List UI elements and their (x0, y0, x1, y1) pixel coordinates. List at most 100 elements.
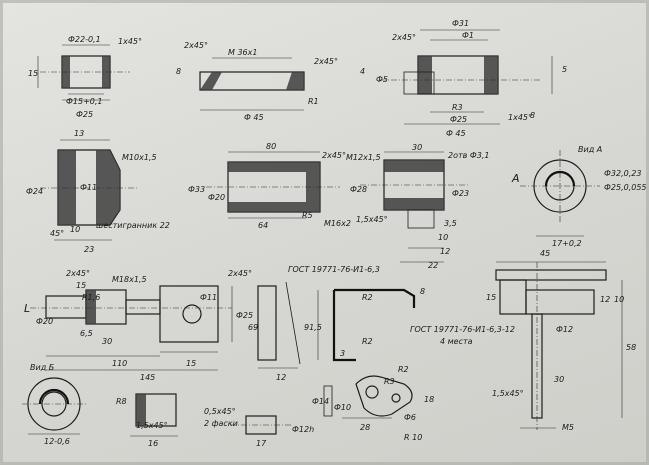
p5-m16-label: М16х2 (324, 219, 351, 228)
p6-35-label: 3,5 (444, 219, 457, 228)
p6-22-label: 22 (428, 261, 438, 270)
p7-a-label: А (511, 172, 520, 185)
p8-ch-label: 2x45° (66, 269, 90, 278)
p8-15b-label: 15 (186, 359, 196, 368)
part-hexnut-4: 13 Ф24 Ф11 М10х1,5 45° 10 23 шестигранни… (26, 129, 170, 254)
p5-64-label: 64 (258, 221, 268, 230)
part-bushing-1: Ф22-0,1 1x45° 15 Ф15+0,1 Ф25 (28, 35, 142, 119)
p2-b-label: 8 (176, 67, 181, 76)
p11-15-label: 15 (486, 293, 496, 302)
p3-c-label: 1x45° (508, 113, 532, 122)
p5-ch-label: 2x45° (322, 151, 346, 160)
part-bracket-10: ГОСТ 19771-76-И1-6,3 R2 8 91,5 R2 3 ГОСТ… (288, 265, 515, 362)
p3-top-label: Ф31 (452, 19, 469, 28)
part-body-6: 30 2отв Ф3,1 М12х1,5 Ф28 Ф23 1,5х45° 3,5… (346, 143, 490, 270)
p15-d10-label: Ф10 (334, 403, 351, 412)
p12-view-label: Вид Б (30, 363, 55, 372)
p8-69-label: 69 (248, 323, 258, 332)
p4-13-label: 13 (74, 129, 84, 138)
p8-65-label: 6,5 (80, 329, 93, 338)
p15-d6-label: Ф6 (404, 413, 416, 422)
p13-r-label: R8 (116, 397, 127, 406)
p2-chamfer2-label: 2x45° (314, 57, 338, 66)
p3-8-label: 8 (530, 111, 535, 120)
part-post-11: 45 15 12 10 Ф12 58 30 М5 1,5х45° (486, 249, 636, 432)
p6-15-label: 1,5х45° (356, 215, 388, 224)
p8-d-label: Ф20 (36, 317, 53, 326)
p3-d25-label: Ф25 (450, 115, 467, 124)
p6-30-label: 30 (412, 143, 422, 152)
p8-l-label: L (24, 302, 30, 315)
p10-gost2-label: ГОСТ 19771-76-И1-6,3-12 (410, 325, 515, 334)
p7-d1-label: Ф32,0,23 (604, 169, 641, 178)
p8-15-label: 15 (76, 281, 86, 290)
p4-d24-label: Ф24 (26, 187, 43, 196)
p3-top2-label: Ф1 (462, 31, 474, 40)
p2-len-label: Ф 45 (244, 113, 264, 122)
p7-17-label: 17+0,2 (552, 239, 582, 248)
p8-m-label: М18х1,5 (112, 275, 147, 284)
p15-r10-label: R 10 (404, 433, 422, 442)
p10-places-label: 4 места (440, 337, 473, 346)
p15-18-label: 18 (424, 395, 434, 404)
p12-12-label: 12-0,6 (44, 437, 70, 446)
p1-h-label: 15 (28, 69, 38, 78)
part-view-a-7: Вид А А Ф32,0,23 Ф25,0,055 17+0,2 (511, 145, 647, 248)
p8-r-label: R1,6 (82, 293, 100, 302)
p10-3-label: 3 (340, 349, 345, 358)
p6-10-label: 10 (438, 233, 448, 242)
p5-r5-label: R5 (302, 211, 313, 220)
p7-view-label: Вид А (578, 145, 602, 154)
p6-holes-label: 2отв Ф3,1 (448, 151, 490, 160)
p14-17-label: 17 (256, 439, 267, 448)
p7-d2-label: Ф25,0,055 (604, 183, 647, 192)
p10-gost-label: ГОСТ 19771-76-И1-6,3 (288, 265, 380, 274)
p4-23-label: 23 (84, 245, 94, 254)
p6-d-label: Ф23 (452, 189, 469, 198)
part-block-13: R8 1,5х45° 16 (116, 393, 178, 448)
p11-58-label: 58 (626, 343, 636, 352)
p2-r-label: R1 (308, 97, 319, 106)
p11-30-label: 30 (554, 375, 564, 384)
p1-od-label: Ф25 (76, 110, 93, 119)
p4-10-label: 10 (70, 225, 80, 234)
p14-ch-label: 0,5х45° (204, 407, 236, 416)
p15-r3-label: R3 (384, 377, 395, 386)
p8-d11-label: Ф11 (200, 293, 217, 302)
p8-d25-label: Ф25 (236, 311, 253, 320)
p3-4-label: 4 (360, 67, 365, 76)
p5-80-label: 80 (266, 142, 276, 151)
p5-d20-label: Ф20 (208, 193, 225, 202)
p3-d5-label: Ф5 (376, 75, 388, 84)
p8-30-label: 30 (102, 337, 112, 346)
p3-d45-label: Ф 45 (446, 129, 466, 138)
p8-2x45-label: 2x45° (228, 269, 252, 278)
part-ring-2: 2x45° М 36х1 2x45° Ф 45 R1 8 (176, 41, 338, 122)
p4-45-label: 45° (50, 229, 64, 238)
p4-thread-label: М10х1,5 (122, 153, 157, 162)
p3-r3-label: R3 (452, 103, 463, 112)
p6-m-label: М12х1,5 (346, 153, 381, 162)
part-view-b-12: Вид Б 12-0,6 (22, 363, 88, 446)
p3-chamfer-label: 2x45° (392, 33, 416, 42)
p15-d14-label: Ф14 (312, 397, 329, 406)
p6-12-label: 12 (440, 247, 450, 256)
part-sleeve-5: 80 2x45° Ф33 Ф20 64 R5 М16х2 (188, 142, 351, 230)
part-pin-14: 0,5х45° 2 фаски 17 Ф12h (204, 407, 314, 448)
p15-28-label: 28 (360, 423, 370, 432)
p9-12-label: 12 (276, 373, 286, 382)
p2-chamfer1-label: 2x45° (184, 41, 208, 50)
part-lever-15: Ф14 Ф10 R2 R3 28 Ф6 R 10 18 (312, 365, 434, 442)
p1-bore-label: Ф15+0,1 (66, 97, 103, 106)
part-shaft-8: 2x45° 15 R1,6 М18х1,5 Ф20 6,5 30 110 145… (24, 269, 258, 382)
p10-r2-label: R2 (362, 293, 373, 302)
p6-d28-label: Ф28 (350, 185, 367, 194)
p1-top-label: Ф22-0,1 (68, 35, 101, 44)
p11-ch-label: 1,5х45° (492, 389, 524, 398)
p2-thread-label: М 36х1 (228, 48, 257, 57)
p1-chamfer-label: 1x45° (118, 37, 142, 46)
p13-16-label: 16 (148, 439, 158, 448)
p5-d33-label: Ф33 (188, 185, 205, 194)
